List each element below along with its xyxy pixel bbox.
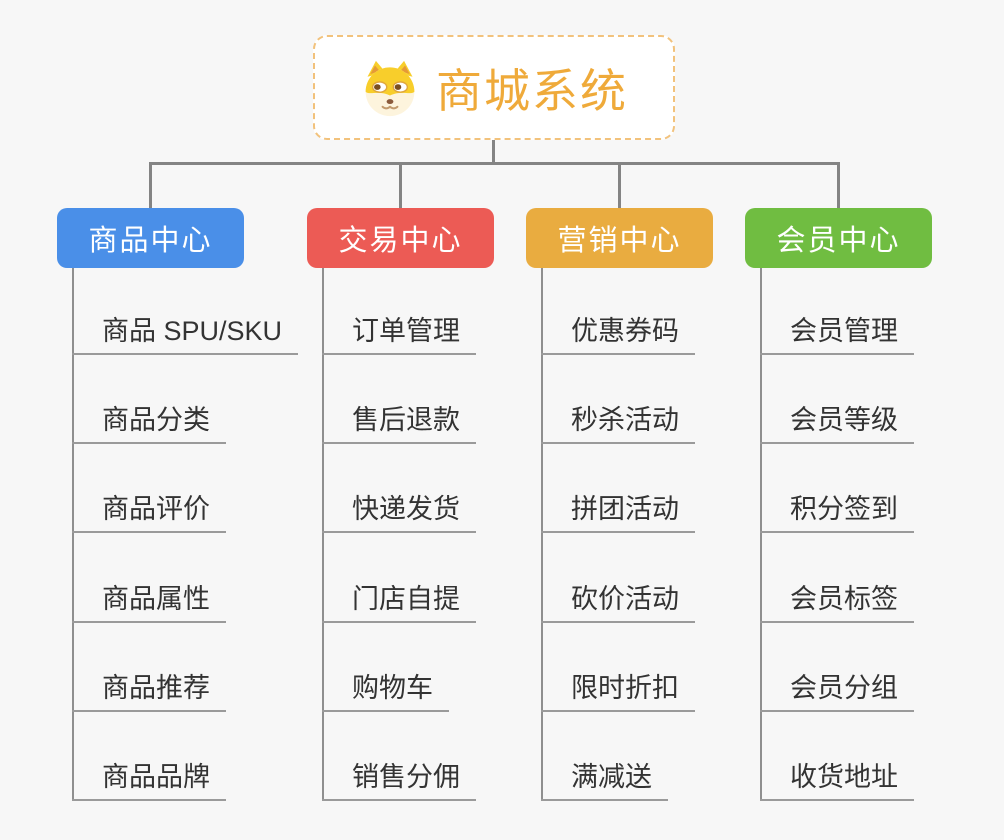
leaf-node[interactable]: 门店自提 <box>322 581 476 623</box>
leaf-node[interactable]: 商品评价 <box>72 491 226 534</box>
leaf-label: 商品分类 <box>102 405 210 436</box>
leaf-label: 拼团活动 <box>571 494 679 525</box>
leaf-label: 商品属性 <box>102 583 210 614</box>
leaf-label: 商品推荐 <box>102 672 210 703</box>
leaf-label: 销售分佣 <box>352 762 460 792</box>
branch: 营销中心 优惠券码秒杀活动拼团活动砍价活动限时折扣满减送 <box>526 208 756 808</box>
leaf-node[interactable]: 商品品牌 <box>72 759 226 801</box>
leaf-node[interactable]: 快递发货 <box>322 491 476 534</box>
connector-root-stem <box>492 139 495 164</box>
connector-horizontal-bar <box>149 162 840 165</box>
leaf-node[interactable]: 积分签到 <box>760 491 914 534</box>
leaf-node[interactable]: 销售分佣 <box>322 759 476 801</box>
leaf-label: 订单管理 <box>352 316 460 346</box>
leaf-node[interactable]: 限时折扣 <box>541 670 695 712</box>
branch-label: 营销中心 <box>557 225 682 257</box>
leaf-node[interactable]: 商品推荐 <box>72 670 226 712</box>
branch-node[interactable]: 会员中心 <box>745 208 932 268</box>
connector-branch-drop <box>149 164 152 210</box>
leaf-label: 会员等级 <box>790 405 898 436</box>
leaf-node[interactable]: 商品分类 <box>72 402 226 445</box>
branch-label: 交易中心 <box>338 225 463 257</box>
branch-connector-line <box>72 268 74 801</box>
leaf-label: 会员管理 <box>790 316 898 346</box>
connector-branch-drop <box>399 164 402 210</box>
leaf-node[interactable]: 订单管理 <box>322 313 476 355</box>
branch-node[interactable]: 营销中心 <box>526 208 713 268</box>
leaf-node[interactable]: 商品 SPU/SKU <box>72 313 299 355</box>
leaf-label: 秒杀活动 <box>571 405 679 436</box>
leaf-label: 售后退款 <box>352 405 460 436</box>
leaf-node[interactable]: 砍价活动 <box>541 581 695 623</box>
branch-label: 商品中心 <box>88 225 213 257</box>
root-title: 商城系统 <box>436 64 628 117</box>
leaf-node[interactable]: 会员管理 <box>760 313 914 355</box>
branch-node[interactable]: 交易中心 <box>307 208 494 268</box>
leaf-node[interactable]: 收货地址 <box>760 759 914 801</box>
leaf-node[interactable]: 商品属性 <box>72 581 226 623</box>
leaf-label: 砍价活动 <box>571 583 679 614</box>
leaf-label: 购物车 <box>352 672 433 703</box>
branch: 商品中心 商品 SPU/SKU 商品分类商品评价商品属性商品推荐商品品牌 <box>57 208 299 808</box>
leaf-label: 会员分组 <box>790 672 898 703</box>
branch-label: 会员中心 <box>776 225 901 257</box>
leaf-label: 收货地址 <box>790 762 898 792</box>
branch: 会员中心 会员管理会员等级积分签到会员标签会员分组收货地址 <box>745 208 975 808</box>
leaf-node[interactable]: 满减送 <box>541 759 668 801</box>
shiba-dog-icon <box>365 60 415 116</box>
leaf-node[interactable]: 售后退款 <box>322 402 476 445</box>
leaf-label: 快递发货 <box>352 494 460 525</box>
leaf-node[interactable]: 优惠券码 <box>541 313 695 355</box>
branch-node[interactable]: 商品中心 <box>57 208 244 268</box>
branch-connector-line <box>322 268 324 801</box>
leaf-label: 满减送 <box>571 762 652 792</box>
connector-branch-drop <box>618 164 621 210</box>
leaf-node[interactable]: 购物车 <box>322 670 449 712</box>
branch-connector-line <box>760 268 762 801</box>
leaf-label: 商品评价 <box>102 494 210 525</box>
leaf-label: 商品品牌 <box>102 762 210 792</box>
leaf-node[interactable]: 秒杀活动 <box>541 402 695 445</box>
connector-branch-drop <box>837 164 840 210</box>
root-node[interactable]: 商城系统 <box>313 35 675 140</box>
leaf-node[interactable]: 会员分组 <box>760 670 914 712</box>
leaf-node[interactable]: 拼团活动 <box>541 491 695 534</box>
branch-connector-line <box>541 268 543 801</box>
leaf-node[interactable]: 会员等级 <box>760 402 914 445</box>
leaf-label: 会员标签 <box>790 583 898 614</box>
leaf-label: 积分签到 <box>790 494 898 525</box>
leaf-label: 限时折扣 <box>571 672 679 703</box>
leaf-node[interactable]: 会员标签 <box>760 581 914 623</box>
leaf-label: 门店自提 <box>352 583 460 614</box>
leaf-label: 优惠券码 <box>571 316 679 346</box>
leaf-label: 商品 SPU/SKU <box>102 316 283 346</box>
branch: 交易中心 订单管理售后退款快递发货门店自提购物车销售分佣 <box>307 208 537 808</box>
